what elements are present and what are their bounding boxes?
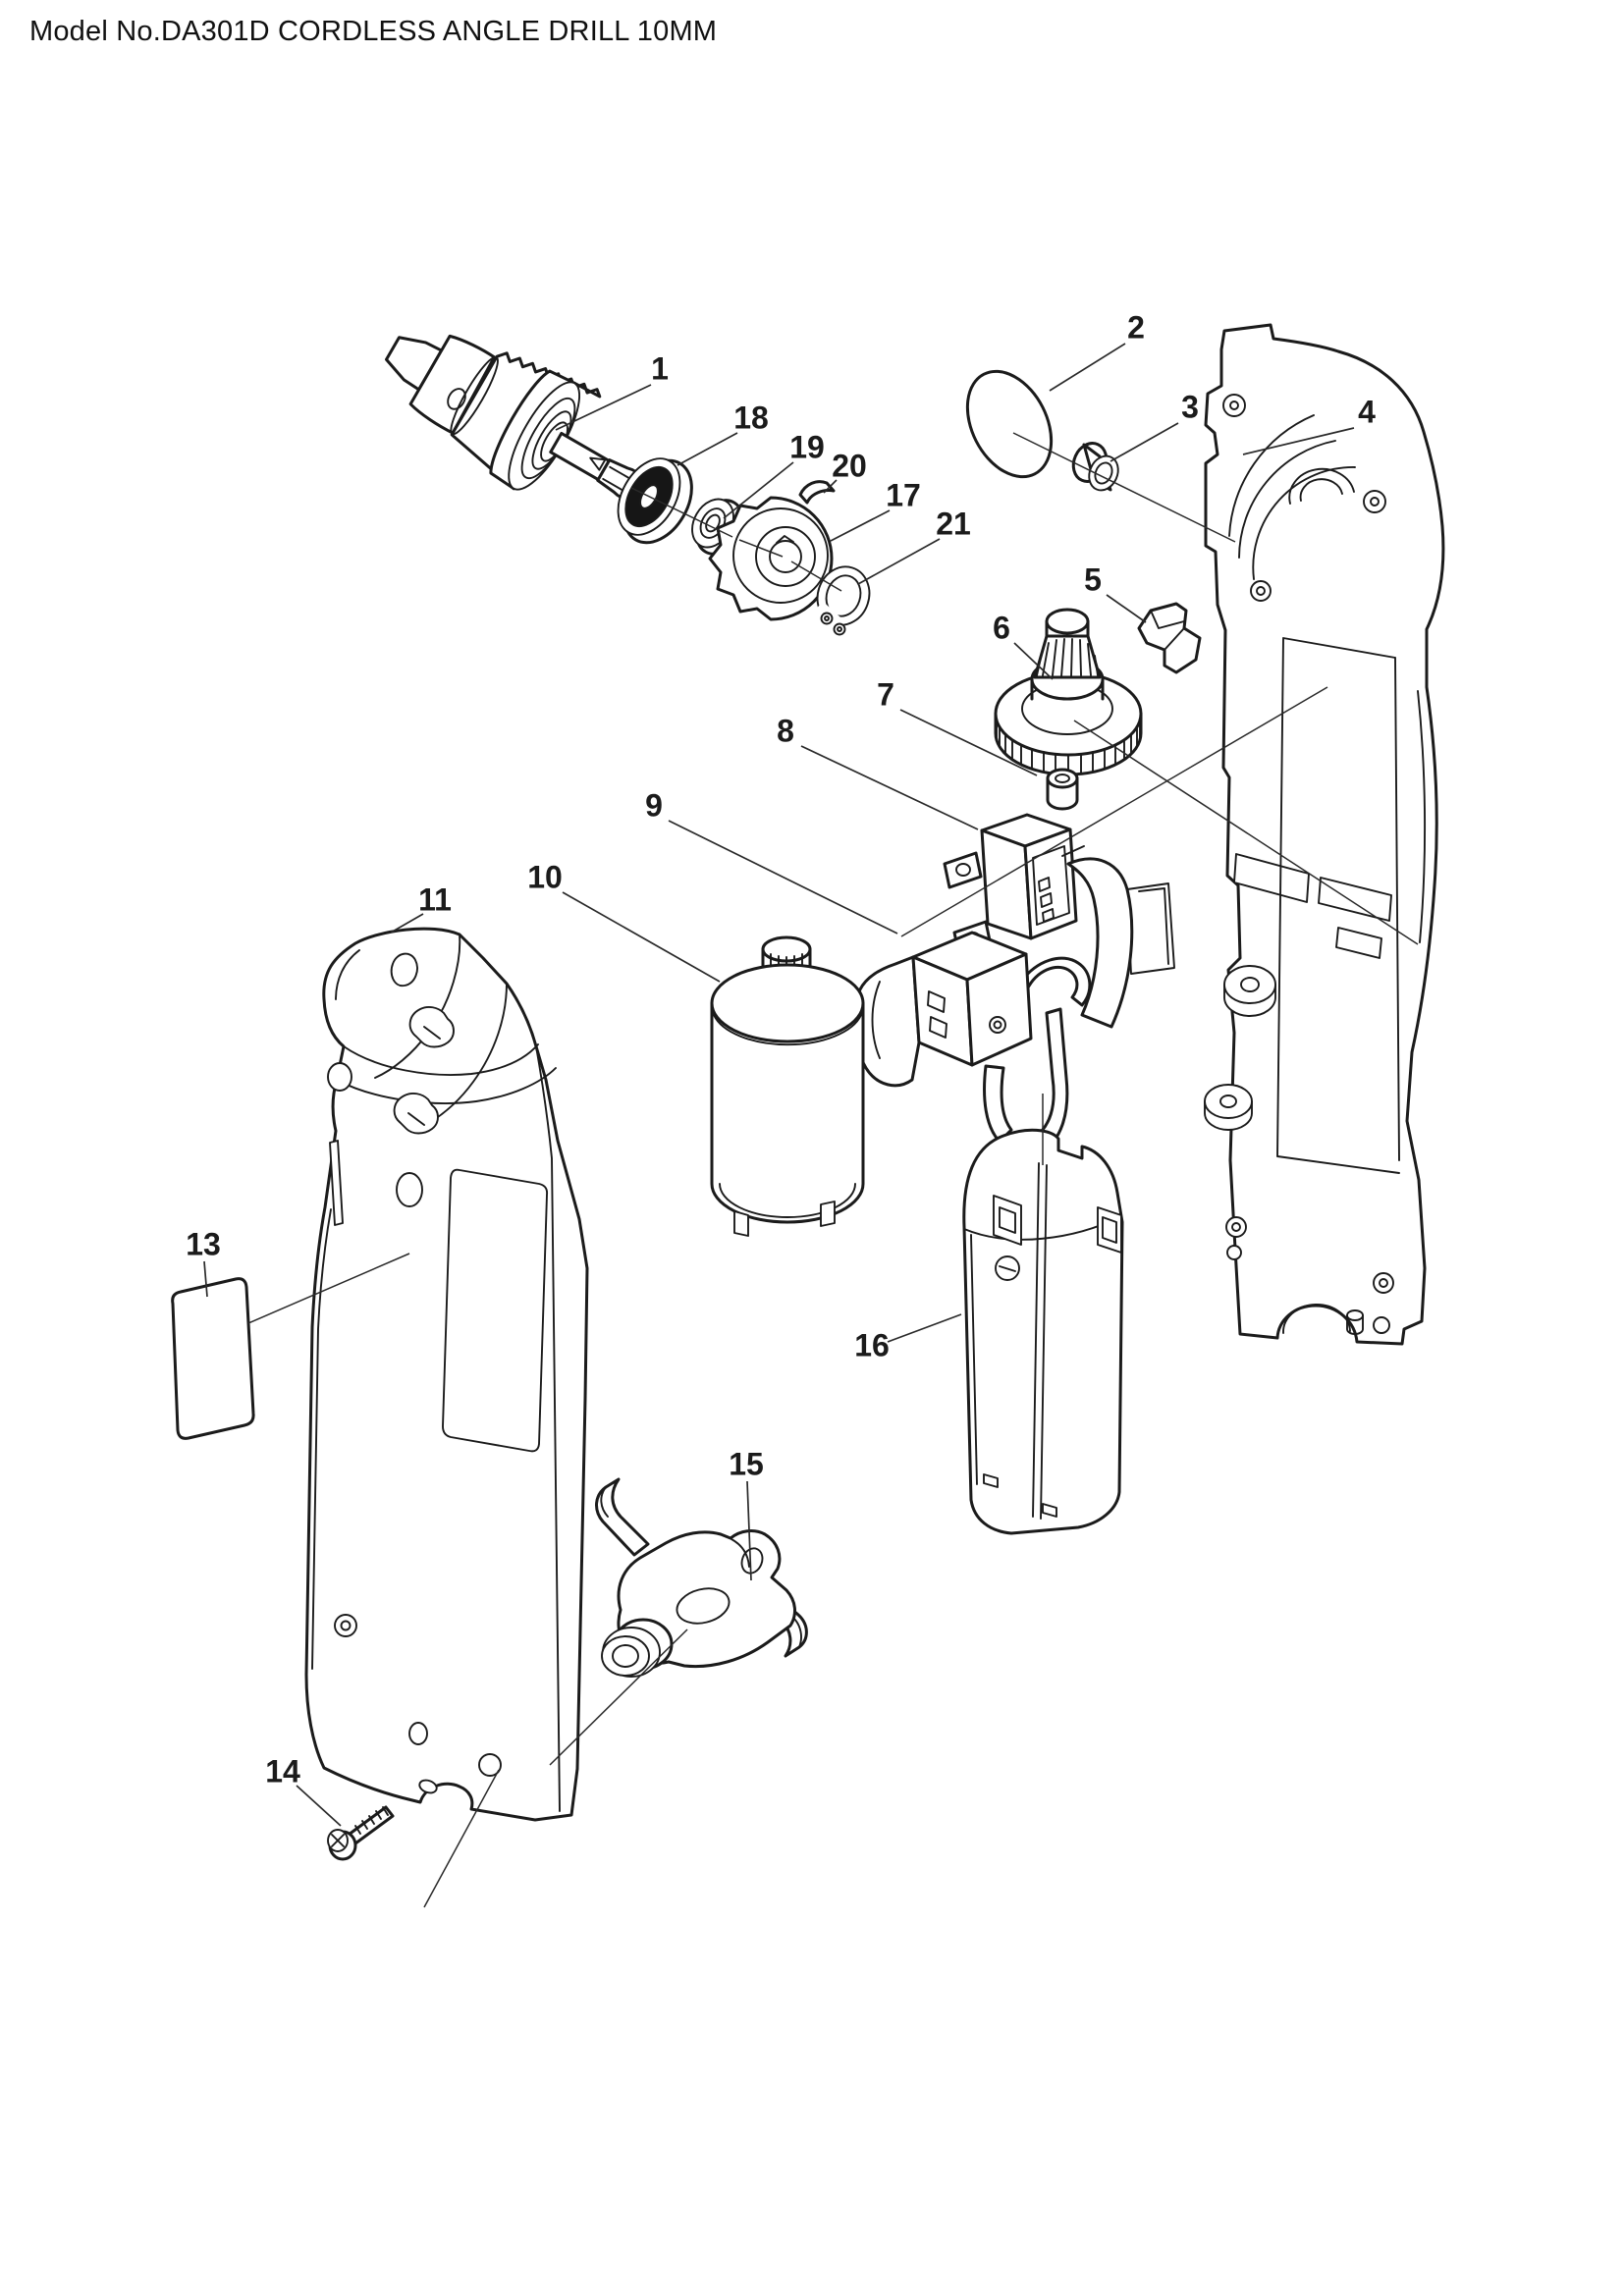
leader-line-1	[555, 384, 652, 431]
part-drill-chuck	[385, 334, 651, 506]
part-label-2: 2	[1127, 309, 1145, 345]
assembly-line-8	[549, 1629, 688, 1766]
part-bushing	[1071, 442, 1119, 492]
part-label-11: 11	[418, 881, 452, 917]
part-label-4: 4	[1358, 394, 1376, 429]
part-label-18: 18	[733, 400, 769, 435]
part-label-8: 8	[777, 713, 794, 748]
part-label-13: 13	[186, 1226, 221, 1261]
part-label-1: 1	[651, 350, 669, 386]
assembly-lines-layer	[247, 432, 1419, 1908]
part-tapping-screw	[327, 1805, 395, 1861]
assembly-line-1	[630, 487, 733, 538]
assembly-line-6	[900, 686, 1328, 937]
part-lock-lever	[1137, 602, 1202, 674]
part-label-10: 10	[527, 859, 563, 894]
leader-line-20	[823, 479, 838, 494]
leader-line-6	[1013, 642, 1054, 680]
leader-line-10	[562, 891, 721, 983]
leader-line-2	[1049, 343, 1126, 392]
part-label-21: 21	[936, 506, 971, 541]
leader-line-15	[746, 1480, 752, 1581]
part-label-16: 16	[854, 1327, 890, 1362]
part-label-6: 6	[993, 610, 1010, 645]
part-label-15: 15	[729, 1446, 764, 1481]
part-label-9: 9	[645, 787, 663, 823]
leader-line-16	[887, 1313, 962, 1343]
assembly-line-9	[423, 1769, 500, 1908]
part-housing-half-left	[304, 927, 589, 1822]
part-battery	[962, 1128, 1124, 1535]
part-label-20: 20	[832, 448, 867, 483]
part-sleeve-bushing	[1046, 768, 1079, 811]
part-wire-guard	[1061, 845, 1175, 1029]
assembly-line-3	[790, 561, 842, 592]
leader-line-4	[1242, 427, 1355, 455]
part-woodruff-key	[798, 480, 836, 505]
part-retaining-ring	[805, 565, 871, 638]
part-label-3: 3	[1181, 389, 1199, 424]
assembly-line-2	[738, 539, 784, 558]
leader-line-14	[296, 1785, 342, 1827]
part-spur-gear	[708, 496, 834, 621]
leader-lines-layer	[203, 343, 1355, 1827]
leader-line-9	[668, 820, 898, 934]
leader-line-7	[899, 709, 1038, 776]
assembly-line-4	[1012, 432, 1236, 543]
leader-line-8	[800, 745, 979, 830]
part-label-7: 7	[877, 676, 894, 712]
part-bearing-retainer-bracket	[595, 1477, 808, 1678]
page-title: Model No.DA301D CORDLESS ANGLE DRILL 10M…	[29, 16, 718, 47]
leader-line-18	[677, 432, 738, 466]
part-cap-disc	[965, 369, 1054, 479]
leader-line-5	[1106, 594, 1147, 623]
part-label-17: 17	[886, 477, 921, 512]
leader-line-21	[857, 538, 941, 585]
part-bevel-gear	[994, 608, 1143, 776]
part-trigger-switch	[852, 931, 1092, 1155]
part-motor	[710, 935, 865, 1237]
leader-line-11	[390, 913, 424, 934]
leader-line-13	[203, 1260, 208, 1298]
leader-line-3	[1110, 422, 1179, 462]
part-housing-half-right	[1204, 323, 1445, 1346]
part-label-5: 5	[1084, 561, 1102, 597]
assembly-line-5	[1073, 720, 1419, 945]
part-label-14: 14	[265, 1753, 300, 1789]
leader-line-17	[830, 509, 891, 542]
part-label-19: 19	[789, 429, 825, 464]
assembly-line-10	[247, 1253, 410, 1324]
leader-line-19	[723, 461, 794, 519]
part-name-label	[171, 1277, 255, 1440]
